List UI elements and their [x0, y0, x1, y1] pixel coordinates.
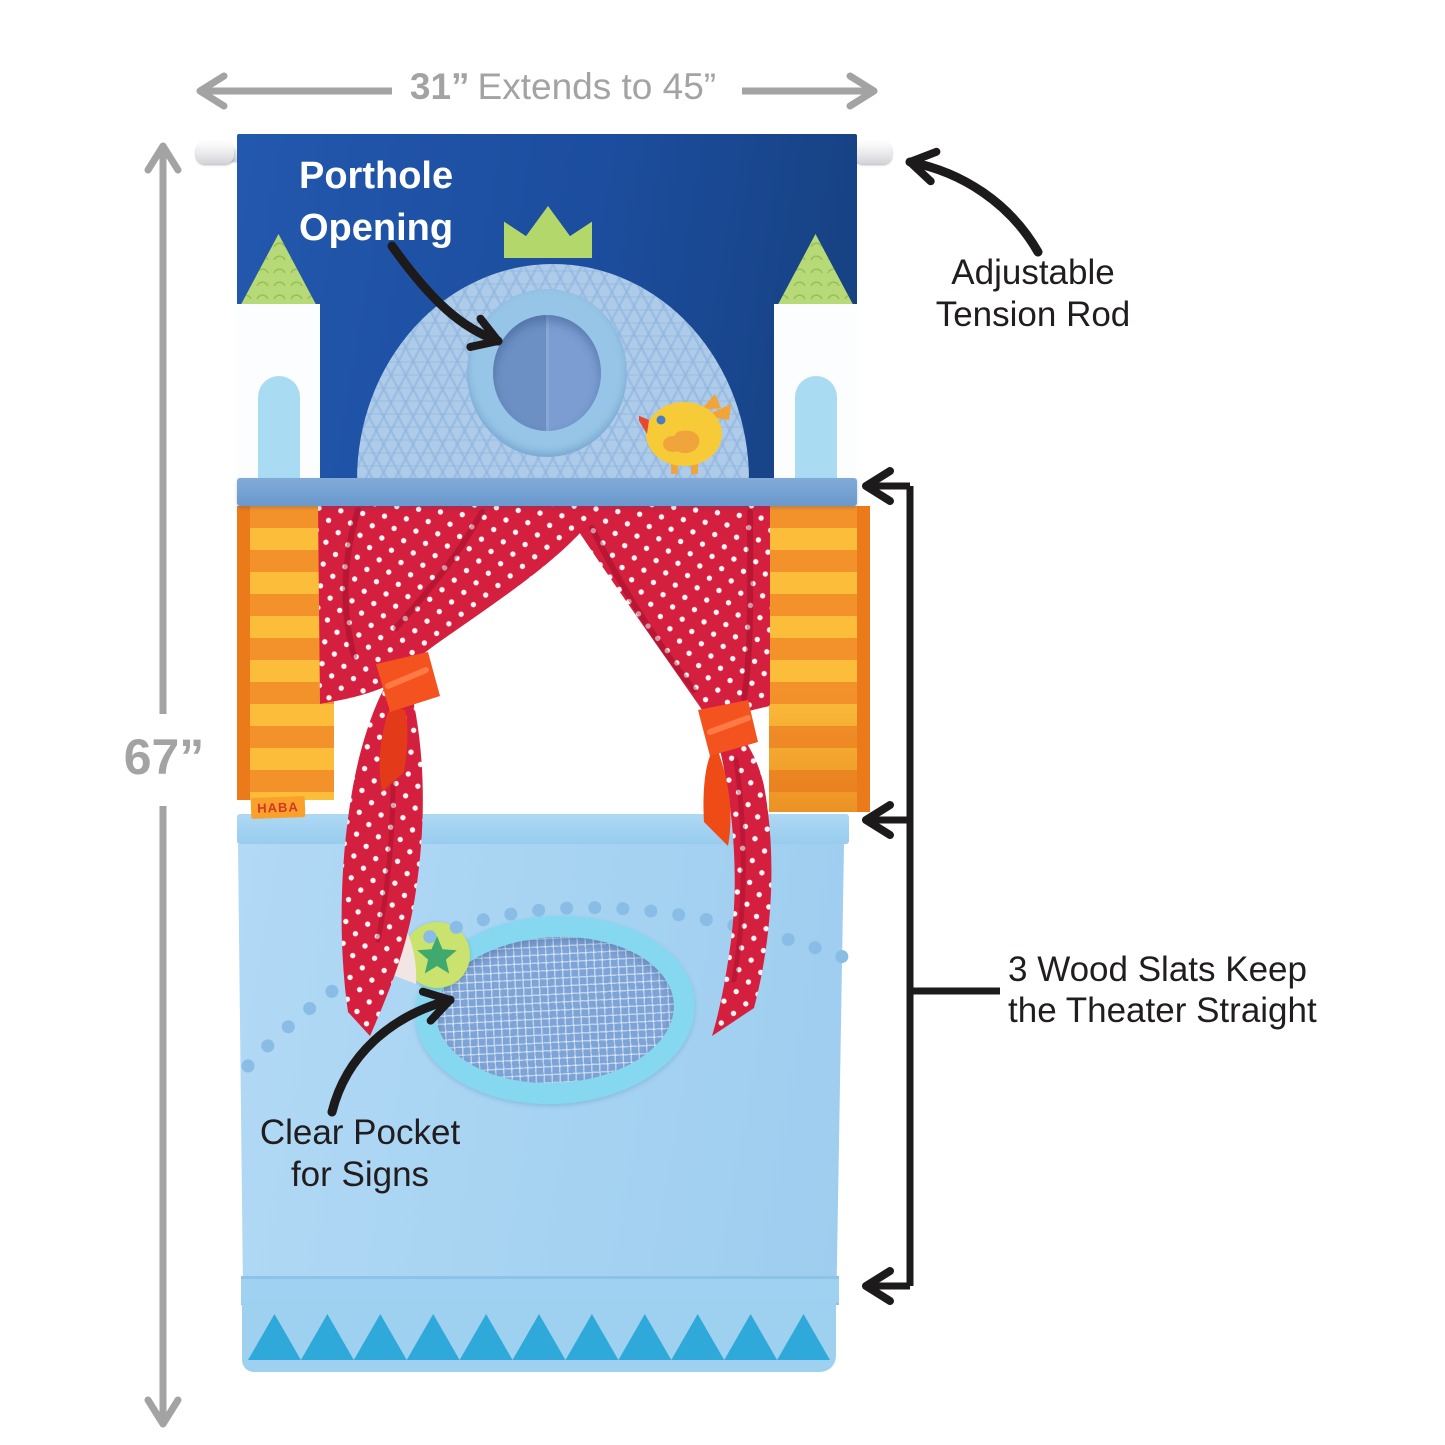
tower-window	[257, 376, 300, 480]
tension-rod-right-cap	[854, 142, 892, 164]
curtain-left	[318, 506, 602, 704]
width-extends-text: Extends to 45”	[477, 66, 717, 107]
wood-slats-bracket	[862, 467, 1000, 1305]
star-icon	[417, 936, 457, 974]
zigzag-triangles	[248, 1314, 830, 1360]
clear-pocket-label: Clear Pocket for Signs	[259, 1113, 461, 1194]
tower-roof	[774, 234, 857, 312]
lower-panel	[238, 844, 844, 1278]
tieback-right	[698, 700, 758, 756]
porthole-flap	[493, 315, 601, 431]
porthole-opening-label: Porthole Opening	[299, 155, 454, 250]
tension-rod-callout-arrow	[905, 147, 1043, 257]
porthole-opening	[467, 289, 627, 457]
wood-slats-label: 3 Wood Slats Keep the Theater Straight	[1008, 950, 1317, 1030]
tension-rod-label: Adjustable Tension Rod	[935, 253, 1131, 334]
bird-illustration	[639, 394, 731, 474]
tieback-left	[376, 652, 440, 712]
tieback-left-ribbon	[379, 706, 408, 792]
tower-window	[794, 376, 837, 480]
wood-slat-pocket-top	[237, 478, 857, 506]
brand-tag: HABA	[250, 796, 306, 819]
curtain-right	[562, 506, 770, 727]
height-dimension-label: 67”	[123, 729, 205, 785]
brand-tag-label: HABA	[256, 799, 300, 816]
width-dimension-label: 31”Extends to 45”	[388, 66, 738, 108]
width-value: 31”	[409, 66, 470, 107]
striped-column-left	[237, 506, 334, 800]
tension-rod-left-cap	[196, 142, 234, 164]
wood-slat-pocket-middle	[237, 814, 849, 844]
striped-column-right	[769, 506, 870, 812]
crown-shape	[504, 206, 592, 258]
star-badge	[404, 922, 470, 988]
zigzag-hem	[242, 1300, 836, 1372]
